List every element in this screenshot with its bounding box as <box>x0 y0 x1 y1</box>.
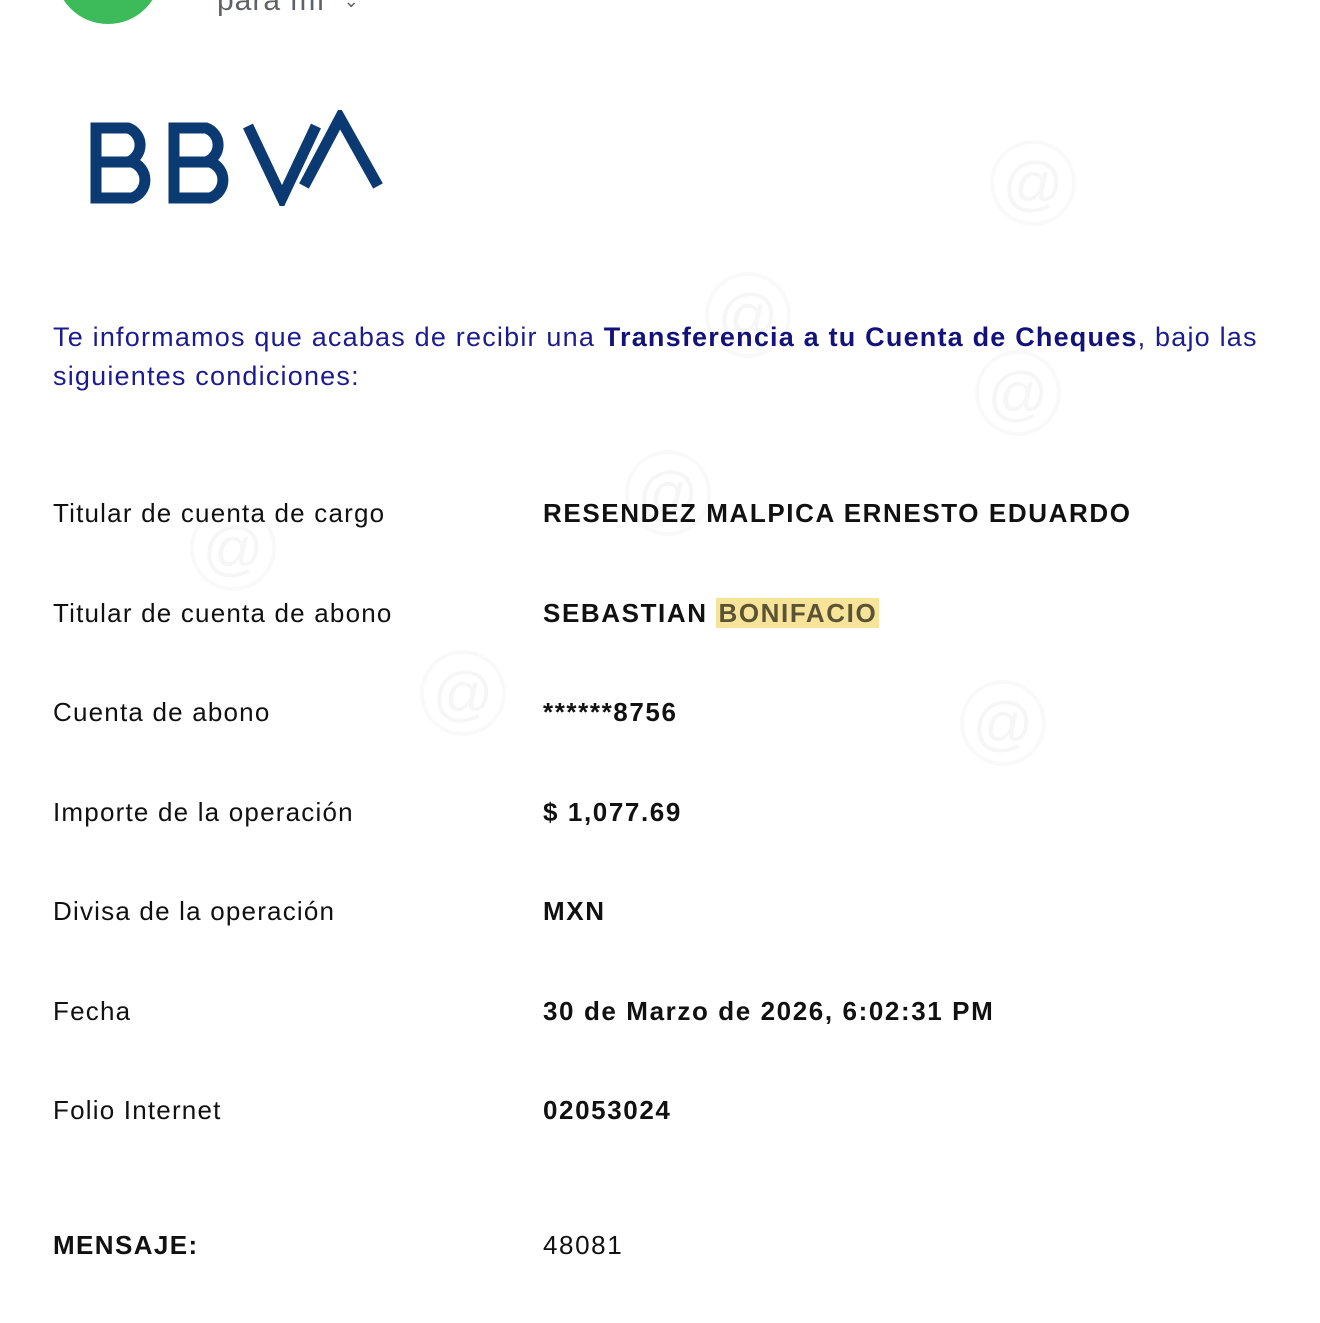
detail-value: ******8756 <box>543 696 678 727</box>
recipient-label: para mí <box>217 0 326 17</box>
detail-value: RESENDEZ MALPICA ERNESTO EDUARDO <box>543 497 1132 528</box>
intro-part1: Te informamos que acabas de recibir una <box>53 322 604 352</box>
detail-row: Fecha 30 de Marzo de 2026, 6:02:31 PM <box>53 991 1283 1031</box>
highlighted-text: BONIFACIO <box>716 597 880 628</box>
detail-value: 02053024 <box>543 1094 672 1125</box>
detail-label: Titular de cuenta de cargo <box>53 497 386 528</box>
detail-label: Importe de la operación <box>53 796 354 827</box>
detail-row: Titular de cuenta de cargo RESENDEZ MALP… <box>53 493 1283 533</box>
detail-value: $ 1,077.69 <box>543 796 682 827</box>
message-value: 48081 <box>543 1229 624 1260</box>
detail-label: Folio Internet <box>53 1094 222 1125</box>
detail-row: Importe de la operación $ 1,077.69 <box>53 792 1283 832</box>
chevron-down-icon: ⌄ <box>343 0 360 11</box>
intro-text: Te informamos que acabas de recibir una … <box>53 318 1273 396</box>
detail-label: Divisa de la operación <box>53 895 336 926</box>
detail-label: Fecha <box>53 995 132 1026</box>
message-label: MENSAJE: <box>53 1229 199 1260</box>
recipient-toggle[interactable]: para mí ⌄ <box>217 0 360 18</box>
detail-row: Cuenta de abono ******8756 <box>53 692 1283 732</box>
sender-avatar[interactable] <box>55 0 161 24</box>
detail-label: Cuenta de abono <box>53 696 271 727</box>
detail-value: MXN <box>543 895 606 926</box>
intro-part2: , bajo las siguientes condiciones: <box>53 322 1258 391</box>
detail-row: Folio Internet 02053024 <box>53 1090 1283 1130</box>
message-row: MENSAJE: 48081 <box>53 1225 1283 1265</box>
detail-value-first: SEBASTIAN <box>543 597 708 628</box>
detail-row: Divisa de la operación MXN <box>53 891 1283 931</box>
detail-row: Titular de cuenta de abono SEBASTIAN BON… <box>53 593 1283 633</box>
detail-value: 30 de Marzo de 2026, 6:02:31 PM <box>543 995 995 1026</box>
bbva-logo <box>88 106 388 211</box>
detail-value: SEBASTIAN BONIFACIO <box>543 597 880 629</box>
watermark-icon: @ <box>990 140 1076 226</box>
intro-bold: Transferencia a tu Cuenta de Cheques <box>603 322 1138 352</box>
detail-label: Titular de cuenta de abono <box>53 597 393 628</box>
